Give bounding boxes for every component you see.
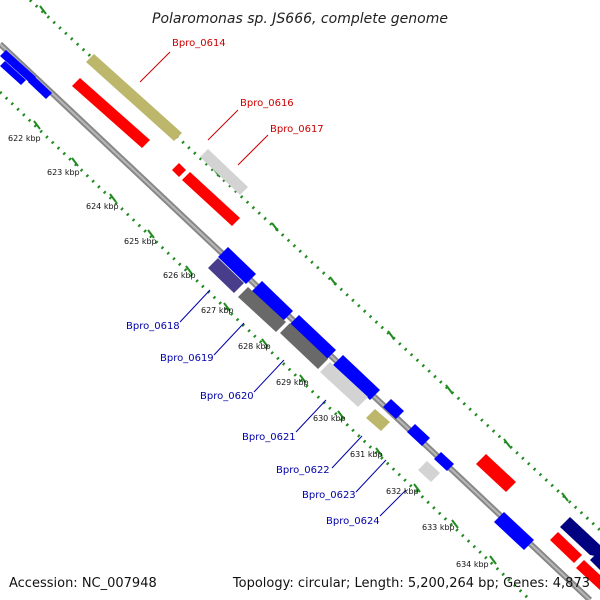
scale-label: 630 kbp xyxy=(313,414,346,423)
inner-ring-ticks xyxy=(33,120,497,565)
feature-bar xyxy=(476,454,516,492)
feature-bar xyxy=(434,452,454,471)
forward-strand-features xyxy=(0,50,600,557)
scale-labels: 622 kbp 623 kbp 624 kbp 625 kbp 626 kbp … xyxy=(8,134,489,569)
feature-bar xyxy=(280,323,328,369)
gene-label: Bpro_0614 xyxy=(172,38,226,49)
feature-bar xyxy=(172,163,186,177)
accession-text: Accession: NC_007948 xyxy=(9,576,157,591)
gene-label: Bpro_0616 xyxy=(240,98,294,109)
scale-label: 626 kbp xyxy=(163,271,196,280)
feature-bar xyxy=(200,149,248,195)
gene-label: Bpro_0620 xyxy=(200,391,254,402)
scale-label: 632 kbp xyxy=(386,487,419,496)
feature-bar xyxy=(590,552,600,570)
gene-label: Bpro_0617 xyxy=(270,124,324,135)
scale-label: 623 kbp xyxy=(47,168,80,177)
feature-bar xyxy=(560,517,600,557)
gene-label: Bpro_0618 xyxy=(126,321,180,332)
feature-bar xyxy=(333,355,380,400)
scale-label: 634 kbp xyxy=(456,560,489,569)
feature-bar xyxy=(208,258,244,293)
forward-label-leaders xyxy=(139,51,269,166)
reverse-gene-labels: Bpro_0618 Bpro_0619 Bpro_0620 Bpro_0621 … xyxy=(126,321,380,527)
gene-label: Bpro_0621 xyxy=(242,432,296,443)
reverse-strand-features xyxy=(0,61,600,590)
scale-label: 627 kbp xyxy=(201,306,234,315)
feature-bar xyxy=(0,61,26,85)
forward-gene-labels: Bpro_0614 Bpro_0616 Bpro_0617 xyxy=(172,38,324,135)
scale-label: 629 kbp xyxy=(276,378,309,387)
map-title: Polaromonas sp. JS666, complete genome xyxy=(152,11,448,27)
scale-label: 631 kbp xyxy=(350,450,383,459)
feature-bar xyxy=(218,247,256,284)
feature-bar xyxy=(418,461,440,482)
scale-label: 624 kbp xyxy=(86,202,119,211)
gene-label: Bpro_0623 xyxy=(302,490,356,501)
feature-bar xyxy=(0,50,36,83)
feature-bar xyxy=(494,512,534,550)
scale-label: 628 kbp xyxy=(238,342,271,351)
scale-label: 625 kbp xyxy=(124,237,157,246)
gene-label: Bpro_0622 xyxy=(276,465,330,476)
feature-bar xyxy=(86,54,182,141)
feature-bar xyxy=(72,78,150,148)
gene-label: Bpro_0624 xyxy=(326,516,380,527)
feature-bar xyxy=(320,362,368,407)
feature-bar xyxy=(576,560,600,590)
scale-label: 622 kbp xyxy=(8,134,41,143)
scale-label: 633 kbp xyxy=(422,523,455,532)
reverse-label-leaders xyxy=(179,289,407,517)
feature-bar xyxy=(28,76,52,99)
feature-bar xyxy=(407,424,430,446)
topology-summary: Topology: circular; Length: 5,200,264 bp… xyxy=(232,576,590,591)
feature-bar xyxy=(289,315,336,360)
feature-bar xyxy=(252,281,293,321)
feature-bar xyxy=(238,287,286,332)
feature-bar xyxy=(366,409,390,431)
feature-bar xyxy=(550,532,582,563)
gene-label: Bpro_0619 xyxy=(160,353,214,364)
feature-bar xyxy=(182,172,240,226)
feature-bar xyxy=(383,399,404,419)
